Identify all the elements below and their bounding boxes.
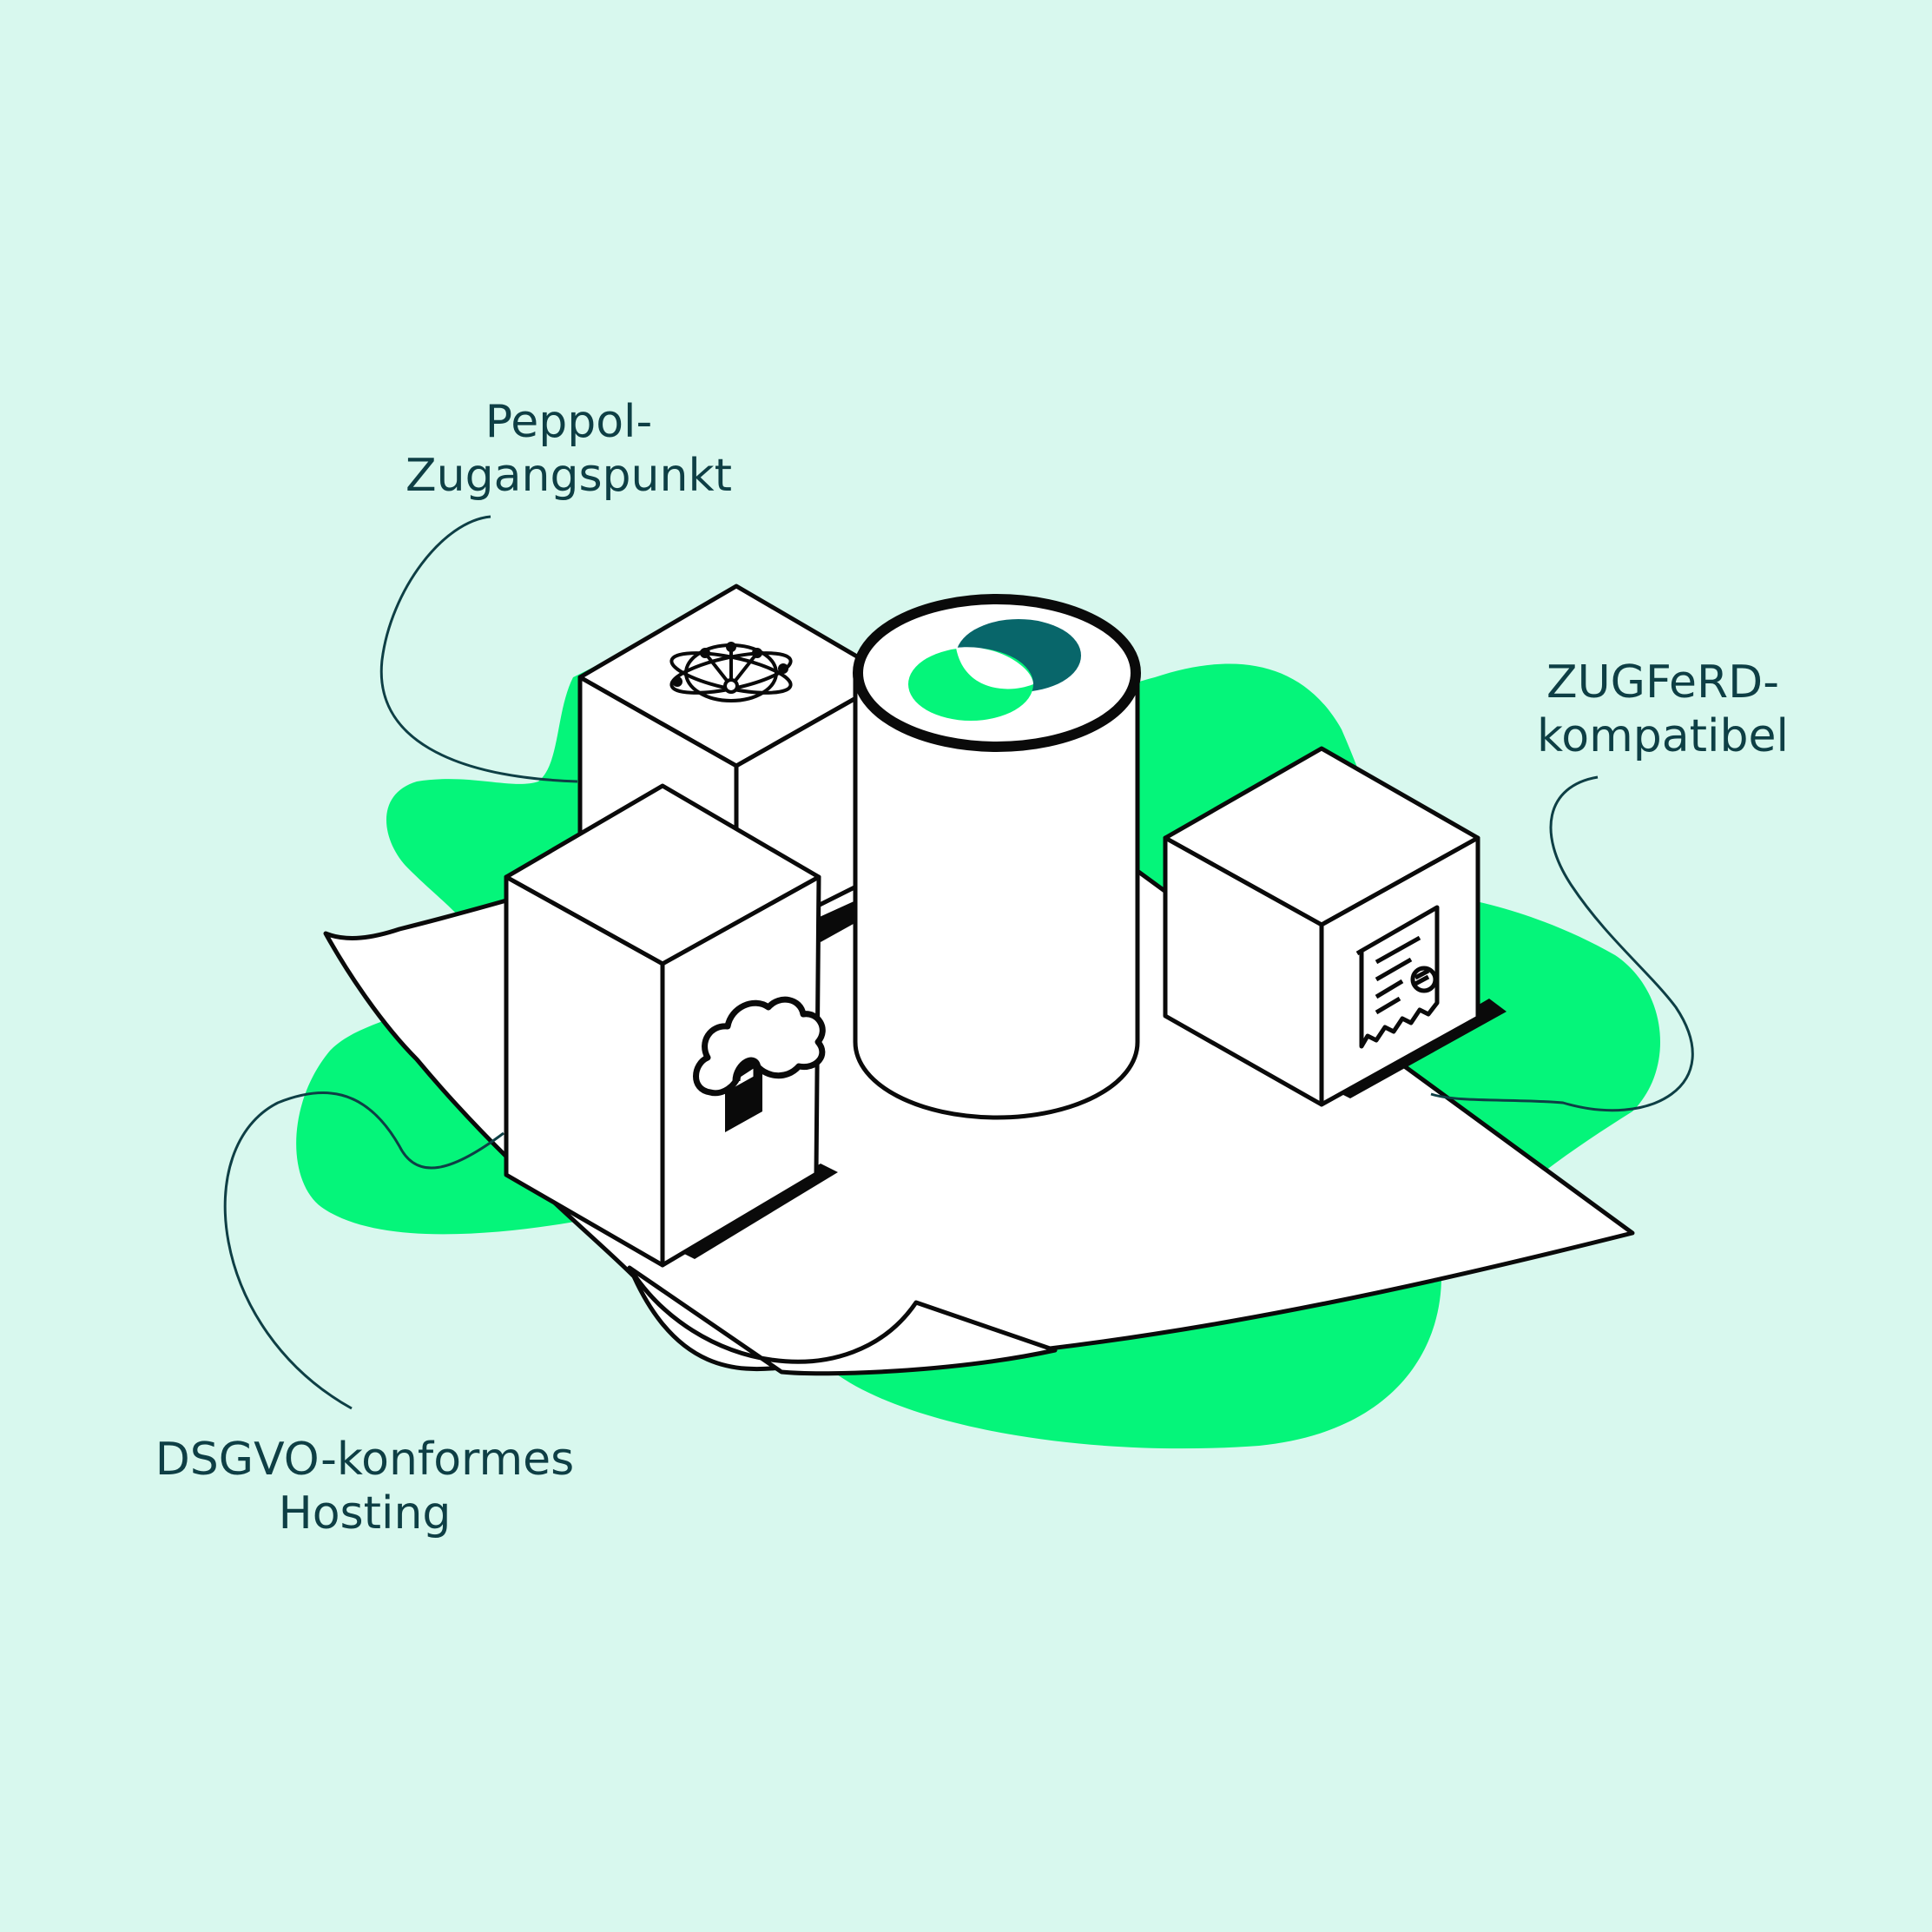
label-peppol-line2: Zugangspunkt — [406, 450, 732, 502]
label-peppol-access-point: Peppol- Zugangspunkt — [382, 395, 755, 503]
label-zugferd-line1: ZUGFeRD- — [1546, 656, 1779, 709]
label-peppol-line1: Peppol- — [485, 396, 653, 448]
paper-fold — [627, 1265, 1058, 1376]
leader-line-peppol — [379, 515, 578, 783]
leader-line-zugferd — [1430, 775, 1694, 1112]
label-zugferd-line2: kompatibel — [1537, 710, 1789, 762]
cloud-lock-icon — [693, 996, 826, 1132]
label-zugferd-compatible: ZUGFeRD- kompatibel — [1511, 656, 1815, 763]
network-globe-icon — [669, 642, 793, 702]
label-dsgvo-line1: DSGVO-konformes — [155, 1434, 575, 1486]
label-dsgvo-hosting: DSGVO-konformes Hosting — [130, 1433, 599, 1540]
brand-logo-icon — [908, 619, 1081, 721]
shadow-back-cube — [812, 899, 860, 942]
euro-receipt-icon — [1355, 905, 1440, 1049]
leader-line-dsgvo — [223, 1091, 504, 1410]
central-cylinder — [853, 594, 1141, 1120]
label-dsgvo-line2: Hosting — [278, 1487, 452, 1540]
